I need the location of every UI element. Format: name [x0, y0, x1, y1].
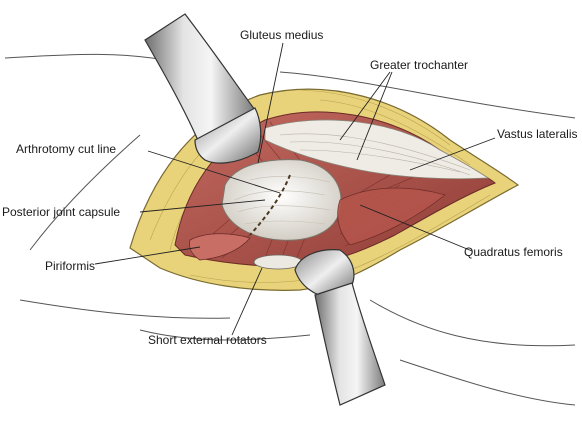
label-vastus-lateralis: Vastus lateralis	[497, 127, 578, 141]
joint-capsule	[221, 159, 342, 241]
label-short-external-rotators: Short external rotators	[148, 333, 267, 347]
label-arthrotomy-cut-line: Arthrotomy cut line	[16, 142, 117, 156]
label-piriformis: Piriformis	[45, 259, 95, 273]
label-posterior-joint-capsule: Posterior joint capsule	[2, 205, 121, 219]
tendon-fibers	[279, 133, 471, 176]
leader-lines	[94, 42, 496, 336]
capsule-fibers	[234, 176, 331, 225]
skin-contours	[4, 53, 576, 406]
label-quadratus-femoris: Quadratus femoris	[464, 245, 563, 259]
label-greater-trochanter: Greater trochanter	[370, 58, 469, 72]
arthrotomy-cut-line	[249, 174, 291, 236]
lower-retractor	[294, 249, 386, 406]
label-gluteus-medius: Gluteus medius	[240, 28, 324, 42]
upper-retractor	[144, 13, 262, 164]
piriformis-muscle	[189, 233, 251, 261]
quadratus-femoris-muscle	[337, 187, 446, 246]
short-external-rotators-tendon	[253, 254, 303, 270]
